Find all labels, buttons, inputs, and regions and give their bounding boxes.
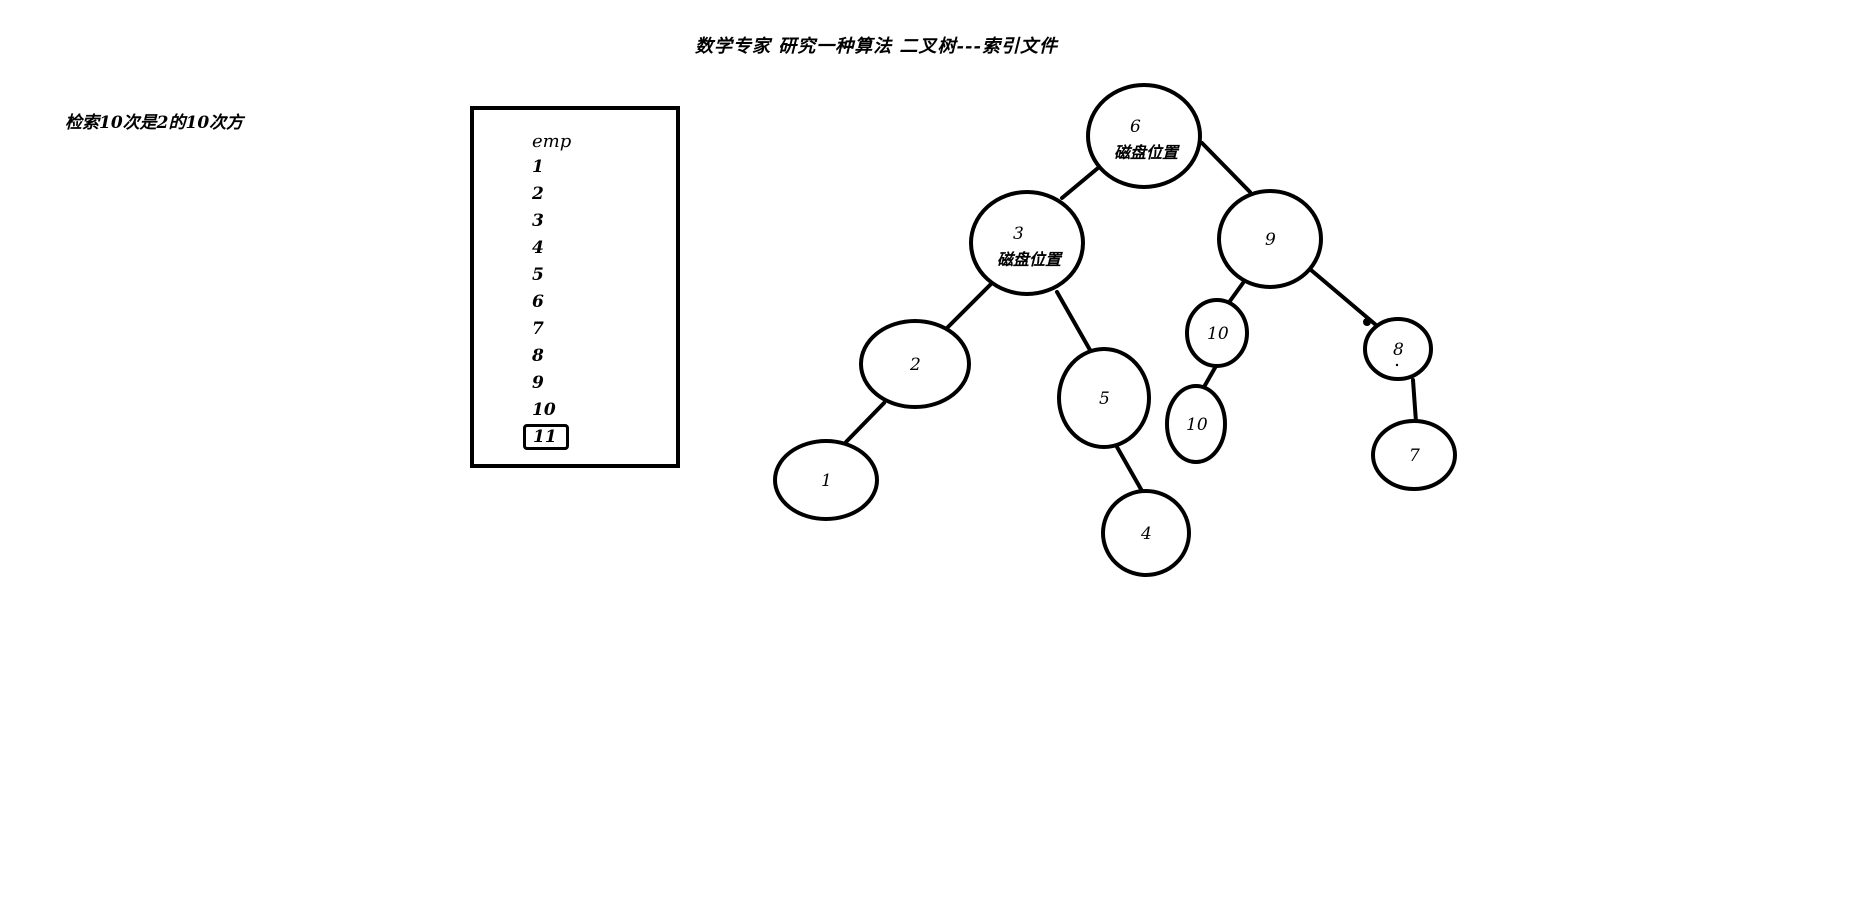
tree-node-value: 5 [1099, 389, 1110, 409]
search-count-note: 检索10次是2的10次方 [65, 113, 244, 133]
tree-edge [1200, 141, 1252, 194]
tree-node: 10 [1165, 384, 1227, 464]
tree-node: 8 [1363, 317, 1433, 381]
tree-node-circle [1086, 83, 1202, 189]
tree-node: 4 [1101, 489, 1191, 577]
tree-nodes: 6 磁盘位置 3 磁盘位置 9 2 5 10 8 1 4 10 7 [773, 83, 1457, 577]
emp-row: 6 [532, 292, 544, 312]
tree-node-circle [1101, 489, 1191, 577]
tree-edge [1228, 281, 1245, 303]
emp-index-table: emp 1 2 3 4 5 6 7 8 9 10 11 [470, 106, 680, 468]
tree-node-disk-location: 磁盘位置 [1114, 143, 1180, 162]
ink-dot [1395, 363, 1399, 367]
tree-node-disk-location: 磁盘位置 [997, 250, 1063, 269]
tree-node-value: 10 [1186, 415, 1208, 435]
tree-node: 7 [1371, 419, 1457, 491]
tree-node-value: 3 [1013, 224, 1024, 244]
tree-edge [1115, 445, 1144, 493]
tree-node: 10 [1185, 298, 1249, 368]
tree-node-value: 2 [909, 355, 921, 375]
tree-edge [1060, 166, 1100, 200]
tree-node-circle [1371, 419, 1457, 491]
tree-node-circle [969, 190, 1085, 296]
tree-edge [1055, 290, 1092, 352]
emp-row: 5 [532, 265, 544, 285]
ink-dot [1363, 318, 1371, 326]
emp-row: 2 [532, 184, 544, 204]
emp-row: 10 [532, 400, 556, 420]
tree-node-value: 1 [821, 471, 832, 491]
emp-row: 9 [532, 373, 544, 393]
emp-row: 4 [532, 238, 544, 258]
tree-node-value: 6 [1130, 117, 1141, 137]
tree-edge [844, 401, 886, 444]
tree-edge [944, 280, 995, 331]
emp-row: 1 [532, 157, 544, 177]
tree-node: 1 [773, 439, 879, 521]
tree-edge [1309, 268, 1378, 327]
diagram-title: 数学专家 研究一种算法 二叉树---索引文件 [695, 36, 1058, 57]
emp-row: 8 [532, 346, 544, 366]
tree-node-value: 7 [1409, 446, 1420, 466]
tree-node-circle [1217, 189, 1323, 289]
tree-node: 6 磁盘位置 [1086, 83, 1202, 189]
emp-row: 3 [532, 211, 544, 231]
tree-node: 5 [1057, 347, 1151, 449]
tree-node-circle [1185, 298, 1249, 368]
tree-node: 9 [1217, 189, 1323, 289]
tree-node-value: 4 [1140, 524, 1152, 544]
tree-node-circle [1165, 384, 1227, 464]
tree-node-value: 8 [1393, 340, 1404, 360]
tree-edge [1202, 364, 1218, 389]
tree-node: 3 磁盘位置 [969, 190, 1085, 296]
tree-node-circle [1363, 317, 1433, 381]
tree-node-value: 9 [1265, 230, 1276, 250]
tree-node-circle [859, 319, 971, 409]
tree-node-circle [773, 439, 879, 521]
tree-node: 2 [859, 319, 971, 409]
emp-row: 7 [532, 319, 544, 339]
tree-edges [844, 141, 1418, 493]
emp-row-highlighted: 11 [523, 424, 569, 450]
emp-table-header: emp [532, 131, 572, 152]
tree-node-circle [1057, 347, 1151, 449]
tree-edge [1411, 378, 1418, 424]
tree-node-value: 10 [1207, 324, 1229, 344]
